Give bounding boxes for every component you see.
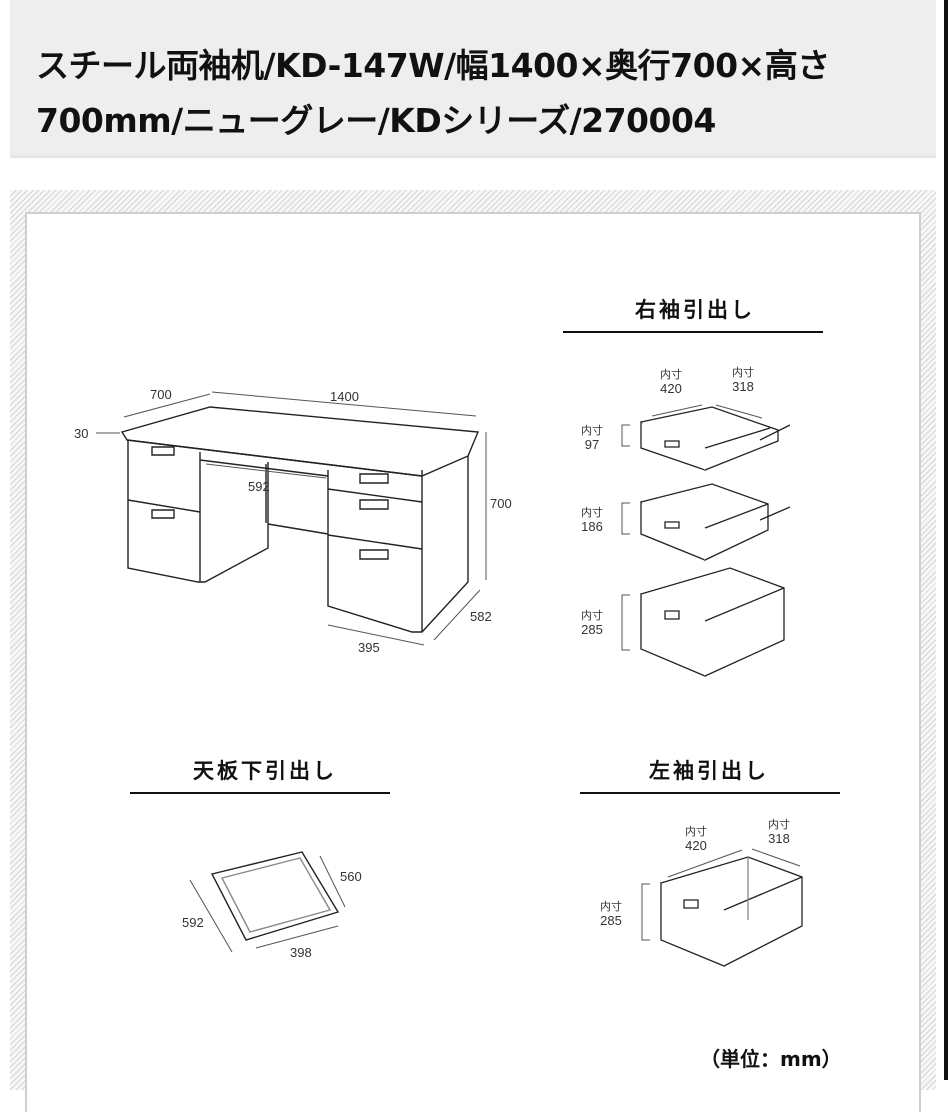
- product-header: スチール両袖机/KD-147W/幅1400×奥行700×高さ700mm/ニューグ…: [10, 0, 936, 158]
- left-pedestal-rule: [580, 792, 840, 794]
- right-pedestal-rule: [563, 331, 823, 333]
- center-drawer-rule: [130, 792, 390, 794]
- dim-desk-width: 1400: [330, 389, 359, 404]
- dim-top-thickness: 30: [74, 426, 89, 441]
- spec-diagram-panel: [25, 212, 921, 1112]
- right-pedestal-title: 右袖引出し: [635, 298, 755, 322]
- dim-center-width: 398: [290, 945, 312, 960]
- dim-center-depth: 560: [340, 869, 362, 884]
- dim-desk-height: 700: [490, 496, 512, 511]
- unit-note: （単位：mm）: [700, 1047, 842, 1071]
- dim-pedestal-width: 395: [358, 640, 380, 655]
- window-edge: [944, 0, 948, 1080]
- dim-knee-width: 592: [248, 479, 270, 494]
- product-title: スチール両袖机/KD-147W/幅1400×奥行700×高さ700mm/ニューグ…: [36, 46, 830, 140]
- dim-center-length: 592: [182, 915, 204, 930]
- image-frame: [10, 190, 936, 1112]
- left-pedestal-title: 左袖引出し: [649, 759, 769, 783]
- dim-desk-depth: 700: [150, 387, 172, 402]
- center-drawer-title: 天板下引出し: [193, 759, 337, 783]
- dim-pedestal-depth: 582: [470, 609, 492, 624]
